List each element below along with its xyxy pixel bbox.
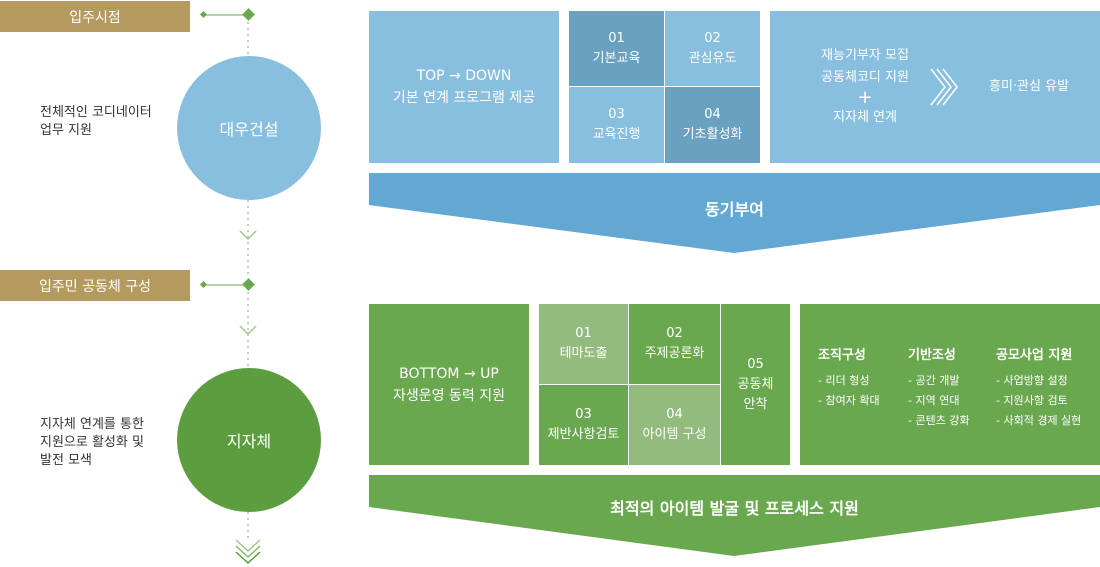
stage-tag-community: 입주민 공동체 구성: [0, 270, 190, 301]
timeline-connectors: [199, 8, 261, 565]
grid-cell-basic-activation: 04 기초활성화: [665, 87, 760, 163]
grid-cell-theme: 01 테마도출: [539, 304, 628, 384]
column-organization: 조직구성 - 리더 형성 - 참여자 확대: [818, 348, 880, 407]
chevron-down-icon: [235, 545, 261, 559]
column-contest-support: 공모사업 지원 - 사업방향 설정 - 지원사항 검토 - 사회적 경제 실현: [996, 348, 1082, 427]
connector-dot-1: [199, 10, 208, 19]
talent-support-box: 재능기부자 모집 공동체코디 지원 + 지자체 연계 흥미·관심 유발: [770, 11, 1100, 163]
item-discovery-banner-shape: [369, 475, 1100, 556]
column-foundation: 기반조성 - 공간 개발 - 지역 연대 - 콘텐츠 강화: [908, 348, 970, 427]
grid-cell-settlement: 05 공동체 안착: [721, 304, 790, 465]
chevron-down-icon: [235, 539, 261, 553]
grid-cell-item-composition: 04 아이템 구성: [629, 385, 720, 465]
section2-description: 지자체 연계를 통한 지원으로 활성화 및 발전 모색: [40, 417, 144, 468]
local-gov-circle: 지자체: [177, 368, 321, 512]
chevron-down-icon: [239, 230, 257, 241]
top-down-box: TOP → DOWN 기본 연계 프로그램 제공: [369, 11, 559, 163]
connector-diamond-2: [242, 278, 255, 291]
item-discovery-banner: 최적의 아이템 발굴 및 프로세스 지원: [610, 499, 859, 518]
stage-tag-move-in: 입주시점: [0, 1, 190, 32]
grid-cell-review: 03 제반사항검토: [539, 385, 628, 465]
triple-chevron-right-icon: [930, 68, 958, 106]
motivation-banner-shape: [369, 173, 1100, 253]
interest-result: 흥미·관심 유발: [988, 79, 1070, 94]
connector-dot-2: [199, 280, 208, 289]
grid-cell-interest: 02 관심유도: [665, 11, 760, 86]
talent-support-lines: 재능기부자 모집 공동체코디 지원 + 지자체 연계: [821, 48, 909, 125]
section1-description: 전체적인 코디네이터 업무 지원: [40, 105, 152, 138]
grid-cell-basic-education: 01 기본교육: [569, 11, 664, 86]
grid-cell-education-progress: 03 교육진행: [569, 87, 664, 163]
daewoo-circle: 대우건설: [177, 56, 321, 200]
grid-cell-public-discussion: 02 주제공론화: [629, 304, 720, 384]
connector-diamond-1: [242, 8, 255, 21]
bottom-up-box: BOTTOM → UP 자생운영 동력 지원: [369, 304, 529, 465]
motivation-banner: 동기부여: [705, 200, 764, 219]
chevron-down-icon: [235, 551, 261, 565]
chevron-down-icon: [239, 325, 257, 336]
support-columns-box: 조직구성 - 리더 형성 - 참여자 확대 기반조성 - 공간 개발 - 지역 …: [800, 304, 1100, 465]
